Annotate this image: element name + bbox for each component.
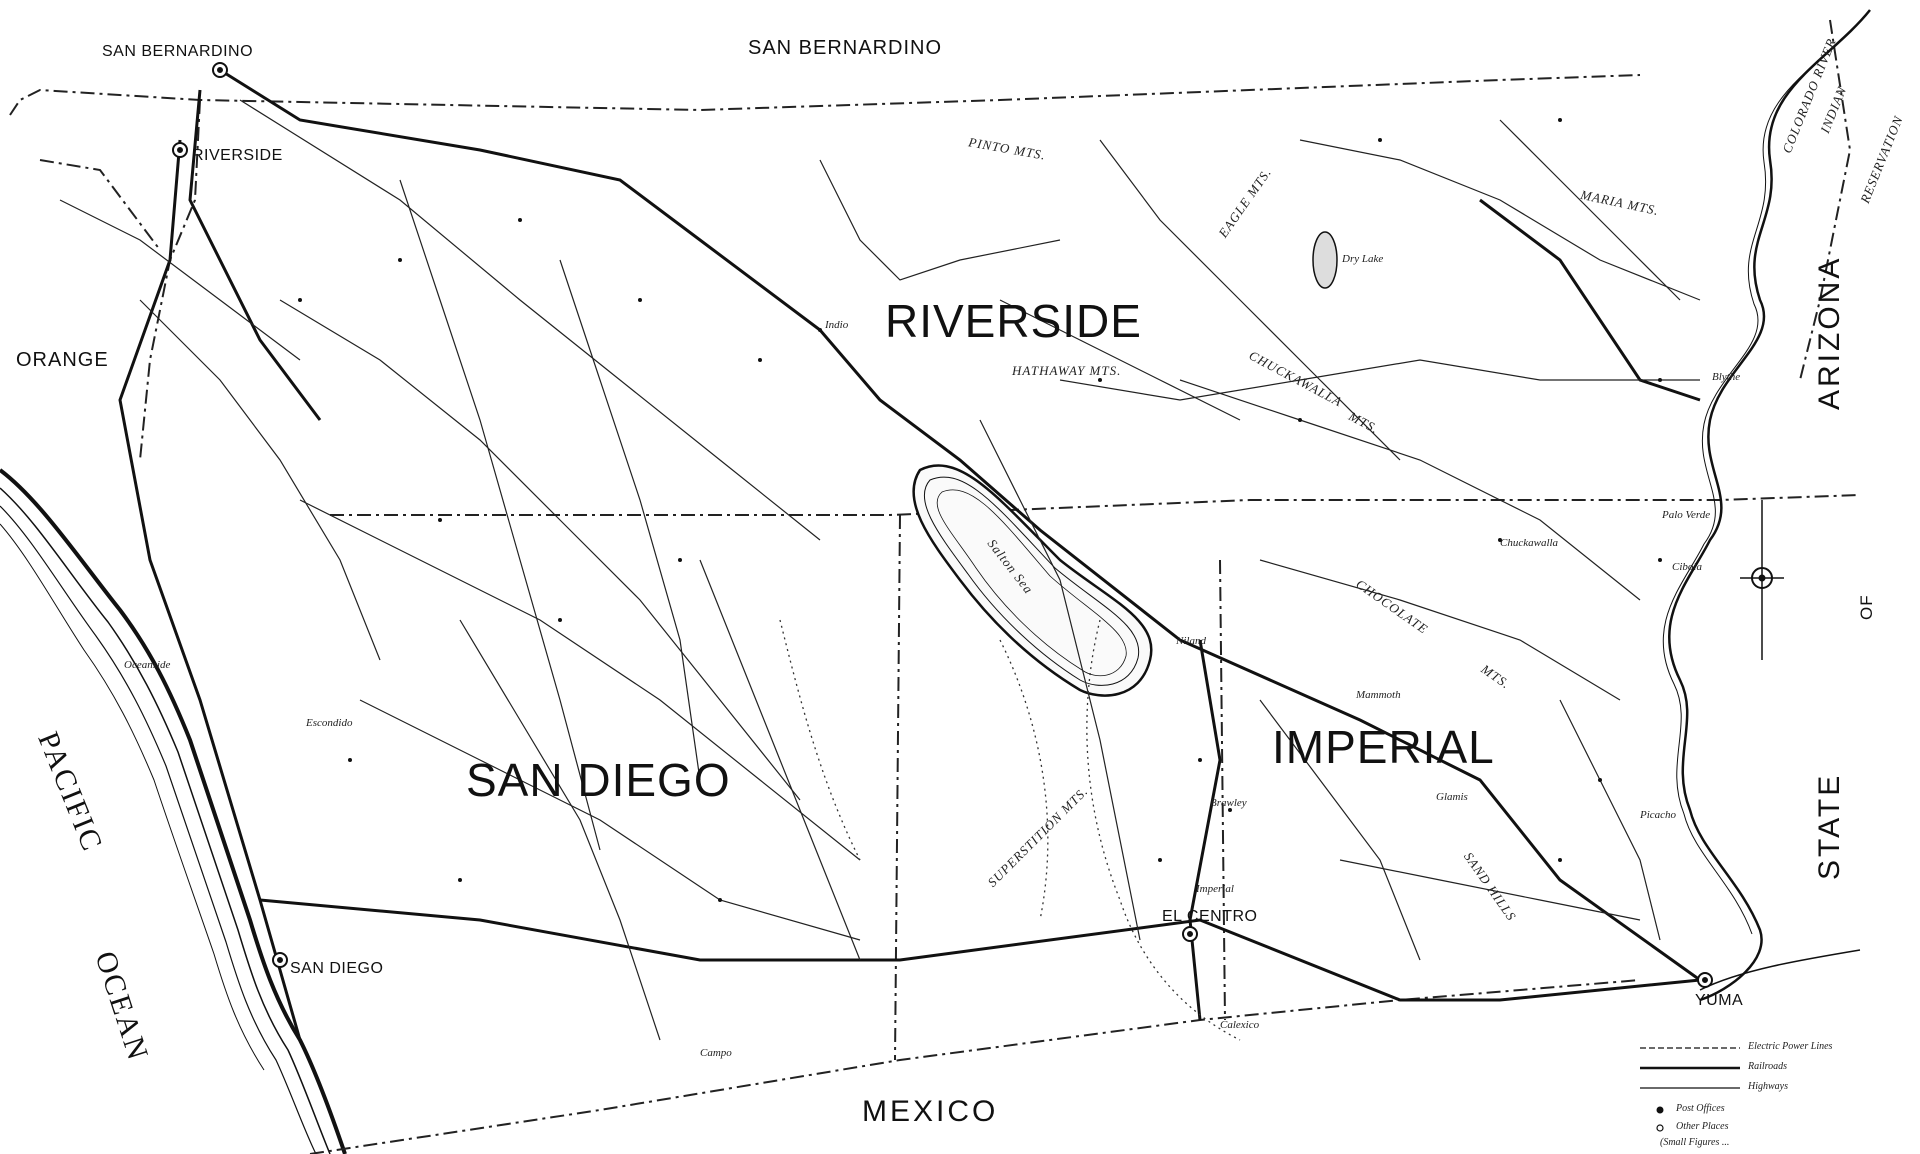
salton-sea [912,464,1153,697]
gila-river [1699,949,1861,991]
compass-rose [1740,500,1784,660]
region-label-arizona: ARIZONA [1813,255,1846,410]
label-niland: Niland [1176,635,1206,647]
legend-railroads: Railroads [1748,1061,1788,1072]
region-label-state-of: OF [1857,594,1876,620]
railroads [118,68,1701,1041]
city-label-el-centro: EL CENTRO [1162,908,1258,925]
county-label-san-diego: SAN DIEGO [466,754,731,806]
label-campo: Campo [700,1047,732,1059]
label-picacho: Picacho [1640,809,1677,821]
region-label-state: STATE [1813,772,1846,880]
legend-post-offices: Post Offices [1676,1103,1725,1114]
city-label-san-bernardino: SAN BERNARDINO [102,43,254,60]
county-label-imperial: IMPERIAL [1272,721,1495,773]
label-blythe: Blythe [1712,371,1741,383]
legend-highways: Highways [1748,1081,1788,1092]
label-palo-verde: Palo Verde [1662,509,1711,521]
county-label-san-bernardino: SAN BERNARDINO [748,37,943,59]
county-label-orange: ORANGE [16,349,109,371]
city-marker-san-diego [272,952,288,968]
label-dry-lake: Dry Lake [1342,253,1384,265]
dry-lake [1312,231,1338,289]
colorado-river [1662,9,1871,1002]
label-mammoth: Mammoth [1356,689,1401,701]
city-markers [172,62,1713,988]
trails [779,619,1241,1041]
pacific-coastline [0,468,347,1154]
label-brawley: Brawley [1210,797,1247,809]
city-label-yuma: YUMA [1695,992,1744,1009]
city-marker-el-centro [1182,926,1198,942]
county-label-riverside: RIVERSIDE [885,295,1142,347]
county-boundaries [9,19,1861,1154]
city-marker-yuma [1697,972,1713,988]
legend-electric: Electric Power Lines [1748,1041,1833,1052]
label-oceanside: Oceanside [124,659,171,671]
label-indio: Indio [825,319,849,331]
city-label-riverside: RIVERSIDE [192,147,283,164]
place-dots [298,118,1662,902]
roads [59,99,1701,1041]
region-label-mexico: MEXICO [862,1095,999,1128]
label-escondido: Escondido [306,717,353,729]
city-label-san-diego: SAN DIEGO [290,960,384,977]
label-imperial-town: Imperial [1196,883,1234,895]
label-cibola: Cibola [1672,561,1702,573]
label-glamis: Glamis [1436,791,1468,803]
label-calexico: Calexico [1220,1019,1260,1031]
label-chuckawalla-town: Chuckawalla [1500,537,1559,549]
legend-other-places: Other Places [1676,1121,1729,1132]
legend-lines [1640,1047,1740,1132]
city-marker-riverside [172,142,188,158]
city-marker-san-bernardino [212,62,228,78]
legend-small-figures: (Small Figures ... [1660,1137,1730,1148]
label-hathaway-mts: HATHAWAY MTS. [1012,363,1122,378]
